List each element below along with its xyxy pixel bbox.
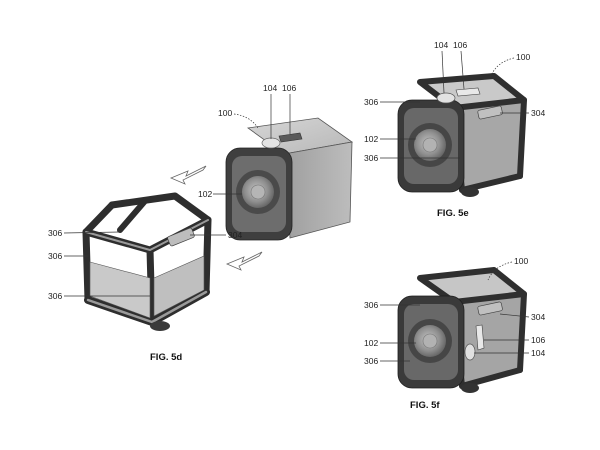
label-304: 304 [531, 108, 545, 118]
label-306-top: 306 [364, 300, 378, 310]
frame-wall-side [153, 255, 205, 317]
label-102: 102 [198, 189, 212, 199]
fig-5d-frame-labels: 306 306 306 304 [48, 228, 242, 301]
fig-5f-caption: FIG. 5f [410, 400, 440, 411]
label-102: 102 [364, 134, 378, 144]
label-106: 106 [453, 40, 467, 50]
label-104: 104 [434, 40, 448, 50]
fig-5d-camera-cube [225, 117, 354, 241]
fig-5e-labels: 104 106 100 306 102 306 304 [364, 40, 545, 163]
label-306-a: 306 [48, 228, 62, 238]
label-306-b: 306 [48, 251, 62, 261]
frame-foot [150, 321, 170, 331]
label-106: 106 [531, 335, 545, 345]
arrow-left-down-icon [225, 251, 263, 271]
label-100: 100 [514, 256, 528, 266]
label-106: 106 [282, 83, 296, 93]
label-304: 304 [531, 312, 545, 322]
label-306-low: 306 [364, 153, 378, 163]
fig-5d-cube-labels: 100 104 106 102 [198, 83, 296, 199]
fig-5e-assembled [397, 73, 527, 197]
arrow-left-down-icon [169, 165, 207, 185]
fig-5d-open-frame [82, 192, 212, 326]
frame-latch [167, 227, 195, 247]
fig-5d-caption: FIG. 5d [150, 352, 182, 363]
label-304: 304 [228, 230, 242, 240]
fig-5f-labels: 100 306 304 102 106 104 306 [364, 256, 545, 366]
label-104: 104 [531, 348, 545, 358]
fig-5e-caption: FIG. 5e [437, 208, 469, 219]
label-306-low: 306 [364, 356, 378, 366]
frame-wall-front [89, 261, 151, 319]
label-100: 100 [218, 108, 232, 118]
label-306-c: 306 [48, 291, 62, 301]
fig-5f-assembled [397, 267, 527, 393]
label-306-top: 306 [364, 97, 378, 107]
label-104: 104 [263, 83, 277, 93]
label-100: 100 [516, 52, 530, 62]
label-102: 102 [364, 338, 378, 348]
